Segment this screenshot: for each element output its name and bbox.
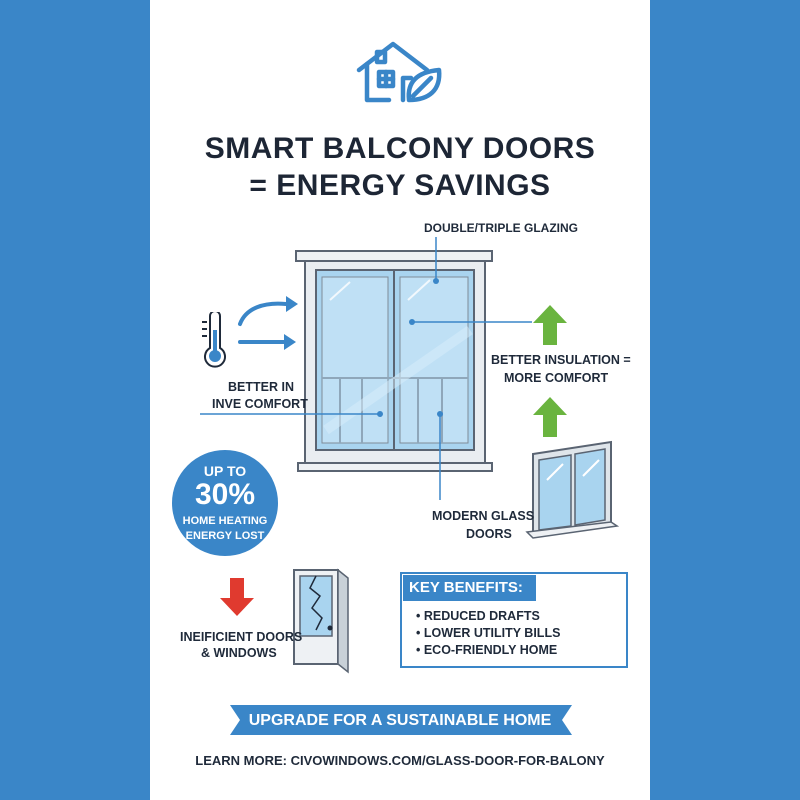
poster: SMART BALCONY DOORS = ENERGY SAVINGS DOU… [150, 0, 650, 800]
left-background [0, 0, 150, 800]
key-benefits-box: KEY BENEFITS: • REDUCED DRAFTS • LOWER U… [400, 572, 628, 668]
broken-door-icon [293, 568, 349, 674]
benefit-item: • LOWER UTILITY BILLS [416, 626, 561, 640]
arrow-up-icon [533, 305, 567, 345]
glazing-label: DOUBLE/TRIPLE GLAZING [424, 221, 578, 235]
right-background [650, 0, 800, 800]
badge-value: 30% [194, 478, 256, 511]
inefficient-label-2: & WINDOWS [201, 646, 277, 660]
window-icon [525, 440, 619, 539]
heat-arrows-icon [238, 296, 298, 350]
arrow-down-icon [220, 578, 254, 616]
savings-badge [172, 450, 278, 556]
insulation-label-2: MORE COMFORT [504, 371, 609, 385]
modern-label-1: MODERN GLASS [432, 509, 535, 523]
badge-line-2: ENERGY LOST [185, 530, 265, 542]
key-benefits-list: • REDUCED DRAFTS • LOWER UTILITY BILLS •… [416, 608, 560, 659]
indoor-label-2: INVE COMFORT [212, 397, 308, 411]
insulation-label-1: BETTER INSULATION = [491, 353, 631, 367]
modern-label-2: DOORS [466, 527, 512, 541]
badge-line-1: HOME HEATING [182, 515, 268, 527]
benefit-item: • ECO-FRIENDLY HOME [416, 643, 558, 657]
balcony-door-illustration [200, 237, 532, 500]
badge-prefix: UP TO [203, 463, 247, 479]
title-line-2: = ENERGY SAVINGS [249, 169, 551, 202]
footer-link[interactable]: LEARN MORE: CIVOWINDOWS.COM/GLASS-DOOR-F… [195, 753, 605, 768]
title-line-1: SMART BALCONY DOORS [204, 132, 596, 165]
benefit-item: • REDUCED DRAFTS [416, 609, 540, 623]
ribbon-banner [230, 705, 572, 735]
inefficient-label-1: INEIFICIENT DOORS [180, 630, 303, 644]
ribbon-text: UPGRADE FOR A SUSTAINABLE HOME [248, 712, 552, 729]
key-benefits-heading: KEY BENEFITS: [403, 575, 536, 601]
thermometer-icon [202, 312, 226, 368]
indoor-label-1: BETTER IN [228, 380, 294, 394]
house-leaf-icon [356, 41, 442, 103]
arrow-up-icon-2 [533, 397, 567, 437]
